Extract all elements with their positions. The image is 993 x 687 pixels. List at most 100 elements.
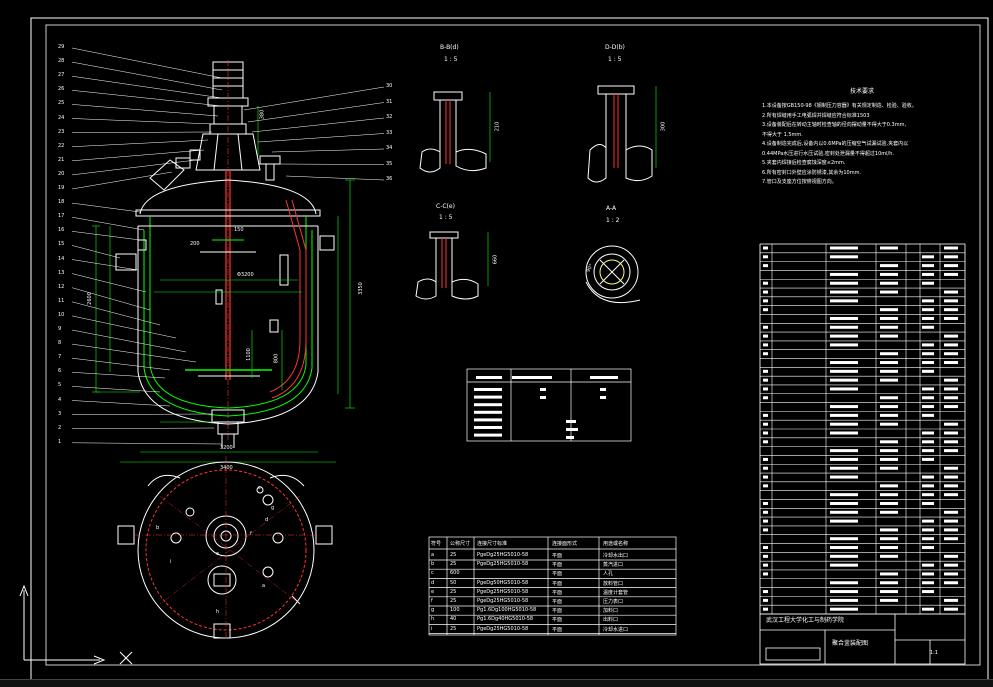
nozzle-table-cell: Pg1.6Dg100HG5010-58 bbox=[477, 607, 537, 614]
tech-requirement-item: 0.44MPa水压进行水压试验,密封处泄漏量不得超过10ml/h. bbox=[762, 150, 894, 157]
illegible-text-bar bbox=[944, 475, 958, 479]
illegible-text-bar bbox=[830, 290, 858, 294]
illegible-text-bar bbox=[944, 422, 958, 426]
illegible-text-bar bbox=[763, 431, 768, 435]
section-cc-title: C-C(e) bbox=[436, 203, 455, 210]
illegible-text-bar bbox=[830, 475, 858, 479]
nozzle-table-cell: 人孔 bbox=[603, 571, 614, 578]
illegible-text-bar bbox=[944, 449, 958, 453]
part-number-label: 25 bbox=[58, 100, 65, 107]
part-number-label: 15 bbox=[58, 241, 65, 248]
dim-small-3: 1100 bbox=[245, 348, 252, 361]
illegible-text-bar bbox=[830, 316, 858, 320]
illegible-text-bar bbox=[830, 343, 858, 347]
illegible-text-bar bbox=[922, 484, 934, 488]
illegible-text-bar bbox=[944, 299, 958, 303]
illegible-text-bar bbox=[880, 272, 898, 276]
nozzle-table-cell: a bbox=[431, 552, 435, 558]
leader-line bbox=[71, 400, 171, 407]
illegible-text-bar bbox=[922, 413, 934, 417]
illegible-text-bar bbox=[880, 572, 898, 576]
section-aa-scale: 1 : 2 bbox=[606, 217, 620, 224]
illegible-text-bar bbox=[763, 501, 768, 505]
illegible-text-bar bbox=[922, 396, 934, 400]
plan-nozzle-letter: h bbox=[216, 609, 220, 615]
illegible-text-bar bbox=[763, 308, 768, 312]
illegible-text-bar bbox=[566, 420, 576, 423]
illegible-text-bar bbox=[922, 431, 934, 435]
nozzle-table-cell: 平面 bbox=[552, 571, 563, 578]
illegible-text-bar bbox=[600, 396, 606, 399]
plan-nozzle-letter: d bbox=[265, 517, 269, 523]
leader-line bbox=[71, 202, 141, 213]
leader-line bbox=[71, 329, 187, 353]
part-number-label: 9 bbox=[58, 326, 62, 332]
tech-requirement-item: 2.所有焊缝用手工电弧焊并焊缝应符合标准1503 bbox=[762, 112, 870, 119]
illegible-text-bar bbox=[763, 299, 768, 303]
illegible-text-bar bbox=[830, 537, 858, 541]
illegible-text-bar bbox=[880, 449, 898, 453]
illegible-text-bar bbox=[763, 554, 768, 558]
leader-line bbox=[71, 372, 166, 379]
illegible-text-bar bbox=[830, 501, 858, 505]
leader-line bbox=[247, 102, 385, 123]
illegible-text-bar bbox=[880, 598, 898, 602]
leader-line bbox=[71, 90, 223, 107]
part-number-label: 8 bbox=[58, 340, 62, 347]
illegible-text-bar bbox=[944, 316, 958, 320]
illegible-text-bar bbox=[880, 510, 898, 514]
dim-small-1: 380 bbox=[259, 109, 266, 120]
part-number-label: 5 bbox=[58, 382, 62, 389]
nozzle-table-cell: 25 bbox=[450, 561, 457, 568]
illegible-text-bar bbox=[830, 546, 858, 550]
illegible-text-bar bbox=[880, 528, 898, 532]
cad-status-bar[interactable] bbox=[0, 679, 993, 687]
illegible-text-bar bbox=[830, 272, 858, 276]
nozzle-table-cell: 平面 bbox=[552, 608, 563, 615]
illegible-text-bar bbox=[830, 519, 858, 523]
illegible-text-bar bbox=[880, 246, 898, 250]
illegible-text-bar bbox=[922, 325, 934, 329]
plan-nozzle-letter: b bbox=[156, 525, 160, 531]
plan-nozzle-letter: e bbox=[216, 551, 220, 557]
part-number-label: 12 bbox=[58, 283, 65, 290]
illegible-text-bar bbox=[830, 607, 858, 611]
nozzle-table-cell: 50 bbox=[450, 579, 457, 586]
leader-line bbox=[71, 413, 213, 415]
section-cc-scale: 1 : 5 bbox=[439, 214, 453, 221]
illegible-text-bar bbox=[474, 418, 502, 422]
leader-line bbox=[71, 47, 223, 79]
part-number-label: 23 bbox=[58, 128, 65, 135]
illegible-text-bar bbox=[944, 466, 958, 470]
illegible-text-bar bbox=[944, 290, 958, 294]
part-number-label: 4 bbox=[58, 396, 62, 403]
illegible-text-bar bbox=[830, 361, 858, 365]
illegible-text-bar bbox=[474, 433, 502, 437]
dim-top-detail: 200 bbox=[190, 241, 200, 247]
nozzle-table-cell: 平面 bbox=[552, 599, 563, 605]
nozzle-table-cell: 平面 bbox=[552, 617, 563, 624]
section-aa-title: A-A bbox=[606, 205, 617, 212]
illegible-text-bar bbox=[763, 343, 768, 347]
illegible-text-bar bbox=[922, 607, 934, 611]
illegible-text-bar bbox=[922, 475, 934, 479]
illegible-text-bar bbox=[944, 405, 958, 409]
leader-line bbox=[71, 231, 141, 241]
leader-line bbox=[71, 287, 151, 311]
illegible-text-bar bbox=[830, 413, 858, 417]
illegible-text-bar bbox=[922, 501, 934, 505]
nozzle-table-cell: 蒸汽进口 bbox=[603, 562, 624, 569]
illegible-text-bar bbox=[922, 581, 934, 585]
leader-line bbox=[271, 148, 385, 153]
leader-line bbox=[71, 61, 223, 91]
part-number-label: 19 bbox=[58, 185, 65, 191]
illegible-text-bar bbox=[763, 378, 768, 382]
illegible-text-bar bbox=[922, 405, 934, 409]
part-number-label: 6 bbox=[58, 368, 62, 375]
illegible-text-bar bbox=[922, 361, 934, 365]
illegible-text-bar bbox=[880, 554, 898, 558]
nozzle-table-cell: 25 bbox=[450, 588, 457, 595]
nozzle-table-header: 连接尺寸标准 bbox=[477, 541, 508, 547]
nozzle-table-cell: PgeDg25HG5010-58 bbox=[477, 561, 529, 568]
